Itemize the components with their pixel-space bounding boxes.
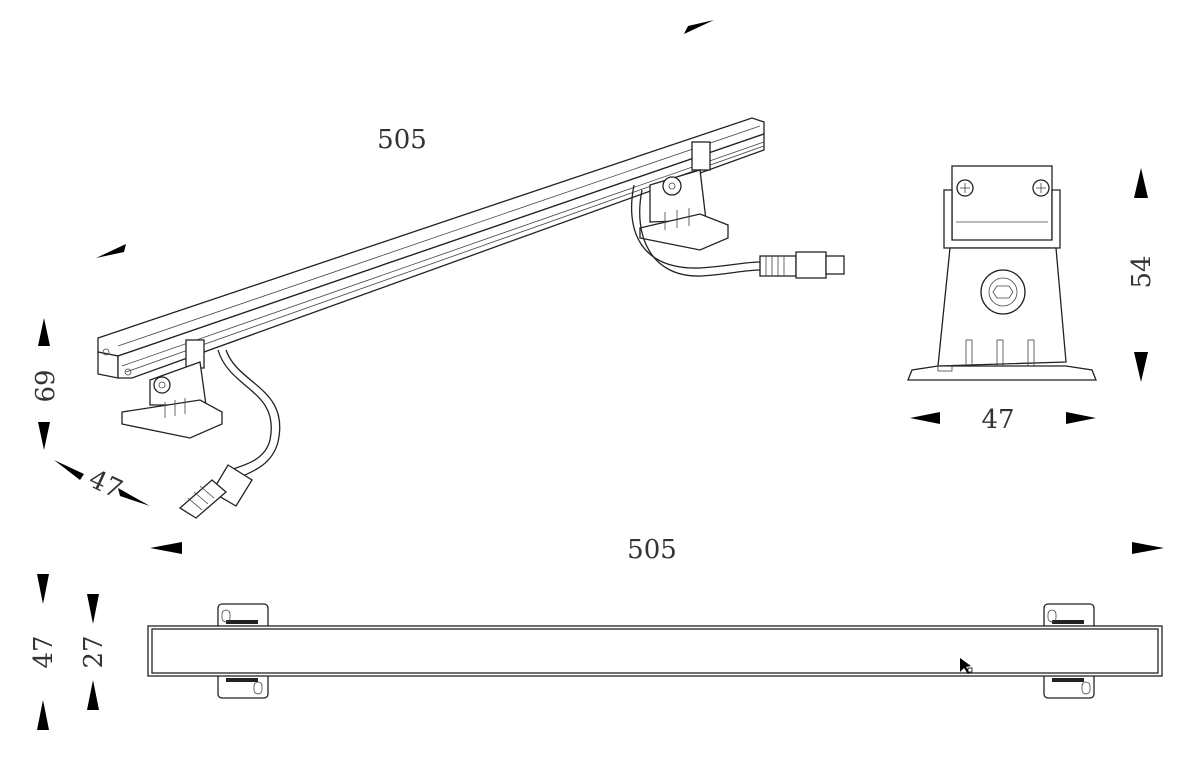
dimension-arrow — [684, 20, 714, 34]
dimension-arrow — [37, 700, 49, 730]
top-view: 505 47 27 — [29, 535, 1164, 730]
bar-front-face — [117, 133, 765, 379]
dimension-arrow — [37, 574, 49, 604]
dimension-arrow — [1134, 168, 1148, 198]
dimension-arrow — [118, 488, 150, 506]
end-height-label: 54 — [1127, 255, 1157, 288]
left-connector — [178, 464, 253, 519]
dimension-arrow — [1134, 352, 1148, 382]
dimension-arrow — [38, 318, 50, 346]
dimension-arrow — [96, 244, 126, 258]
dimension-arrow — [150, 542, 182, 554]
mouse-cursor-icon — [960, 658, 973, 674]
dimension-arrow — [38, 422, 50, 450]
right-bracket — [639, 141, 729, 251]
isometric-view: 505 69 47 — [31, 20, 845, 519]
dimension-arrow — [1066, 412, 1096, 424]
end-width-label: 47 — [981, 405, 1014, 435]
bar-end-cap — [97, 351, 119, 379]
top-body-width-label: 27 — [79, 635, 109, 668]
iso-depth-label: 47 — [84, 464, 127, 505]
top-outer-width-label: 47 — [29, 635, 59, 668]
dimension-arrow — [87, 594, 99, 624]
iso-height-label: 69 — [31, 369, 61, 402]
dimension-arrow — [87, 680, 99, 710]
left-bracket — [121, 339, 223, 439]
iso-length-label: 505 — [377, 125, 427, 155]
top-length-label: 505 — [627, 535, 677, 565]
right-connector — [759, 251, 845, 279]
dimension-arrow — [910, 412, 940, 424]
dimension-arrow — [54, 460, 84, 480]
dimension-arrow — [1132, 542, 1164, 554]
end-view: 54 47 — [907, 165, 1157, 435]
